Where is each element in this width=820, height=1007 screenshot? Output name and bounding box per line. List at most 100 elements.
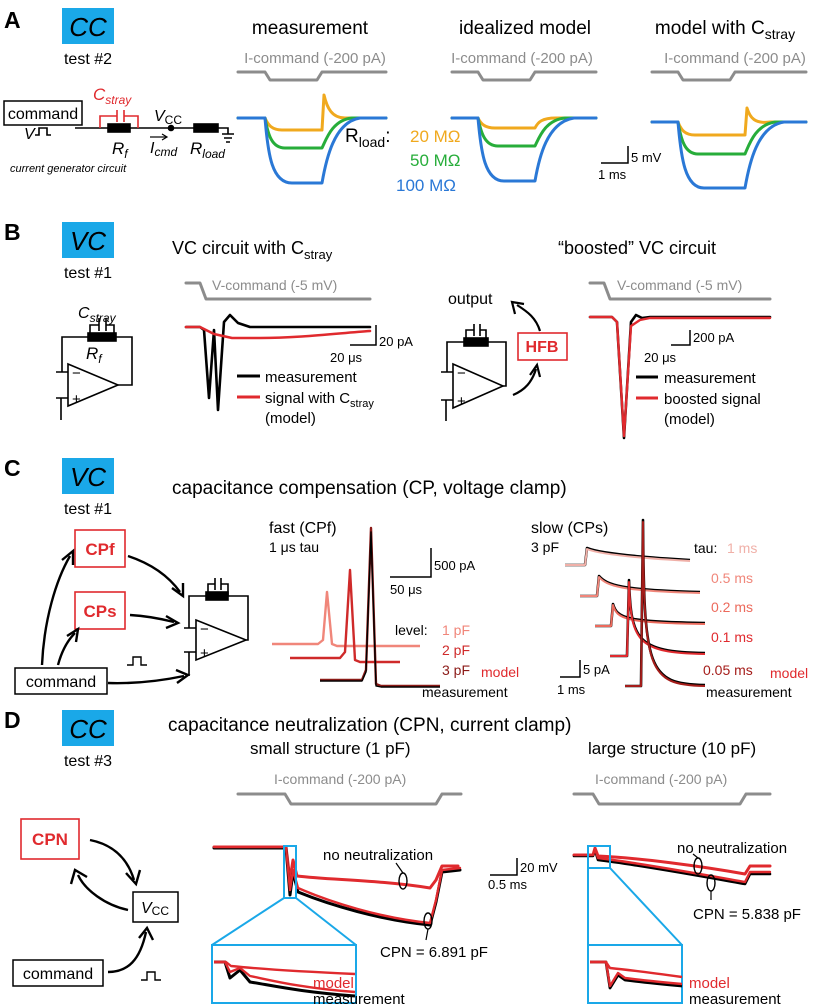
- trace-model-cstray: [184, 325, 372, 340]
- minus-sign: −: [457, 365, 466, 382]
- scale-d-voltage: 20 mV: [520, 860, 558, 875]
- fast-tau-label: 1 μs tau: [269, 539, 319, 555]
- scale-slow-current: 5 pA: [583, 662, 610, 677]
- vcommand-step-2: [588, 281, 772, 301]
- trace-100mohm-measurement: [236, 116, 388, 185]
- rload-label: Rload: [190, 139, 225, 161]
- rload-legend-label: Rload:: [345, 126, 390, 150]
- icommand-label-large: I-command (-200 pA): [595, 771, 727, 787]
- trace-model-boosted: [588, 315, 772, 438]
- level-1pf: 1 pF: [442, 622, 470, 638]
- mode-badge-cc: [62, 710, 114, 746]
- mode-badge-label: VC: [70, 462, 106, 492]
- cpf-box: [74, 529, 126, 568]
- scale-b1-time: 20 μs: [330, 350, 363, 365]
- legend-20mohm: 20 MΩ: [410, 127, 461, 146]
- trace-large-cpn-measurement: [572, 848, 772, 886]
- annotation-pointer: [395, 862, 404, 874]
- annotation-pointer: [425, 928, 429, 941]
- zoom-measurement-label-large: measurement: [689, 991, 782, 1007]
- scale-a-voltage: 5 mV: [631, 150, 662, 165]
- tau-01ms: 0.1 ms: [711, 629, 753, 645]
- panel-c: C VC test #1 capacitance compensation (C…: [4, 455, 808, 700]
- minus-sign: −: [200, 621, 209, 638]
- legend-model-cstray: signal with Cstray: [265, 390, 374, 410]
- model-label: model: [481, 664, 519, 680]
- vcommand-step-1: [184, 281, 372, 301]
- vcc-box: [132, 891, 179, 923]
- panel-d: D CC test #3 capacitance neutralization …: [4, 707, 801, 1007]
- zoom-model-label-large: model: [689, 975, 730, 992]
- command-box-label: command: [8, 106, 78, 123]
- icommand-step-1: [236, 70, 388, 82]
- slow-cps-title: slow (CPs): [531, 520, 608, 537]
- command-box: [14, 667, 108, 695]
- cpn-loop-arrows: [69, 838, 161, 981]
- rf-label: Rf: [86, 344, 103, 366]
- scale-bar-c-fast: [390, 548, 432, 578]
- cps-box: [74, 591, 126, 630]
- tau-02ms: 0.2 ms: [711, 599, 753, 615]
- icommand-label-1: I-command (-200 pA): [244, 50, 386, 67]
- icommand-step-2: [450, 70, 598, 82]
- measurement-title: measurement: [252, 18, 369, 39]
- cpf-label: CPf: [85, 540, 115, 559]
- trace-50mohm-cstray: [650, 120, 808, 156]
- zoom-box-large: [587, 845, 683, 1004]
- trace-slow-1ms: [565, 548, 691, 566]
- legend-100mohm: 100 MΩ: [396, 176, 456, 195]
- command-box: [12, 959, 104, 987]
- trace-slow-005ms-meas: [625, 518, 706, 688]
- command-label: command: [23, 966, 93, 983]
- tau-05ms: 0.5 ms: [711, 570, 753, 586]
- scale-a-time: 1 ms: [598, 167, 627, 182]
- trace-50mohm-ideal: [450, 116, 598, 148]
- hfb-label: HFB: [526, 339, 559, 356]
- trace-100mohm-cstray: [650, 120, 808, 190]
- small-structure-title: small structure (1 pF): [250, 739, 411, 758]
- measurement-label: measurement: [422, 684, 508, 700]
- minus-sign: −: [72, 365, 81, 382]
- plus-sign: +: [457, 393, 466, 410]
- measurement-label: measurement: [706, 684, 792, 700]
- fast-cpf-title: fast (CPf): [269, 520, 337, 537]
- scale-fast-time: 50 μs: [390, 582, 423, 597]
- mode-badge-vc: [62, 222, 114, 258]
- boosted-circuit-title: “boosted” VC circuit: [558, 238, 716, 258]
- mode-badge-label: VC: [70, 226, 106, 256]
- trace-20mohm-measurement: [236, 93, 388, 132]
- vc-circuit-title: VC circuit with Cstray: [172, 238, 333, 262]
- idealized-model-title: idealized model: [459, 18, 591, 39]
- scale-fast-current: 500 pA: [434, 558, 476, 573]
- test-label: test #1: [64, 265, 112, 282]
- panel-letter-a: A: [4, 7, 21, 33]
- trace-100mohm-ideal: [450, 116, 598, 183]
- vcc-label: VCC: [141, 900, 169, 918]
- compensation-circuit: [40, 548, 249, 685]
- panel-letter-d: D: [4, 707, 21, 733]
- cpn-value-large: CPN = 5.838 pF: [693, 906, 801, 923]
- plus-sign: +: [72, 391, 81, 408]
- panel-c-title: capacitance compensation (CP, voltage cl…: [172, 478, 567, 499]
- mode-badge-label: CC: [69, 714, 107, 744]
- cpn-box: [20, 818, 80, 860]
- boosted-amplifier-circuit: [441, 300, 542, 421]
- c-stray-label: Cstray: [93, 85, 132, 107]
- icommand-label-3: I-command (-200 pA): [664, 50, 806, 67]
- icommand-label-small: I-command (-200 pA): [274, 771, 406, 787]
- icommand-label-2: I-command (-200 pA): [451, 50, 593, 67]
- trace-slow-05ms: [580, 576, 701, 597]
- trace-slow-02ms: [595, 604, 706, 627]
- output-label: output: [448, 291, 493, 308]
- panel-letter-c: C: [4, 455, 21, 481]
- icommand-step-3: [650, 70, 808, 82]
- rf-label: Rf: [112, 139, 129, 161]
- legend-measurement: measurement: [265, 369, 358, 386]
- legend-boosted-signal: boosted signal: [664, 391, 761, 408]
- circuit-caption: current generator circuit: [10, 163, 127, 175]
- zoom-model-label-small: model: [313, 975, 354, 992]
- scale-bar-c-slow: [560, 660, 581, 678]
- scale-b2-time: 20 μs: [644, 350, 677, 365]
- hfb-box: [517, 332, 568, 361]
